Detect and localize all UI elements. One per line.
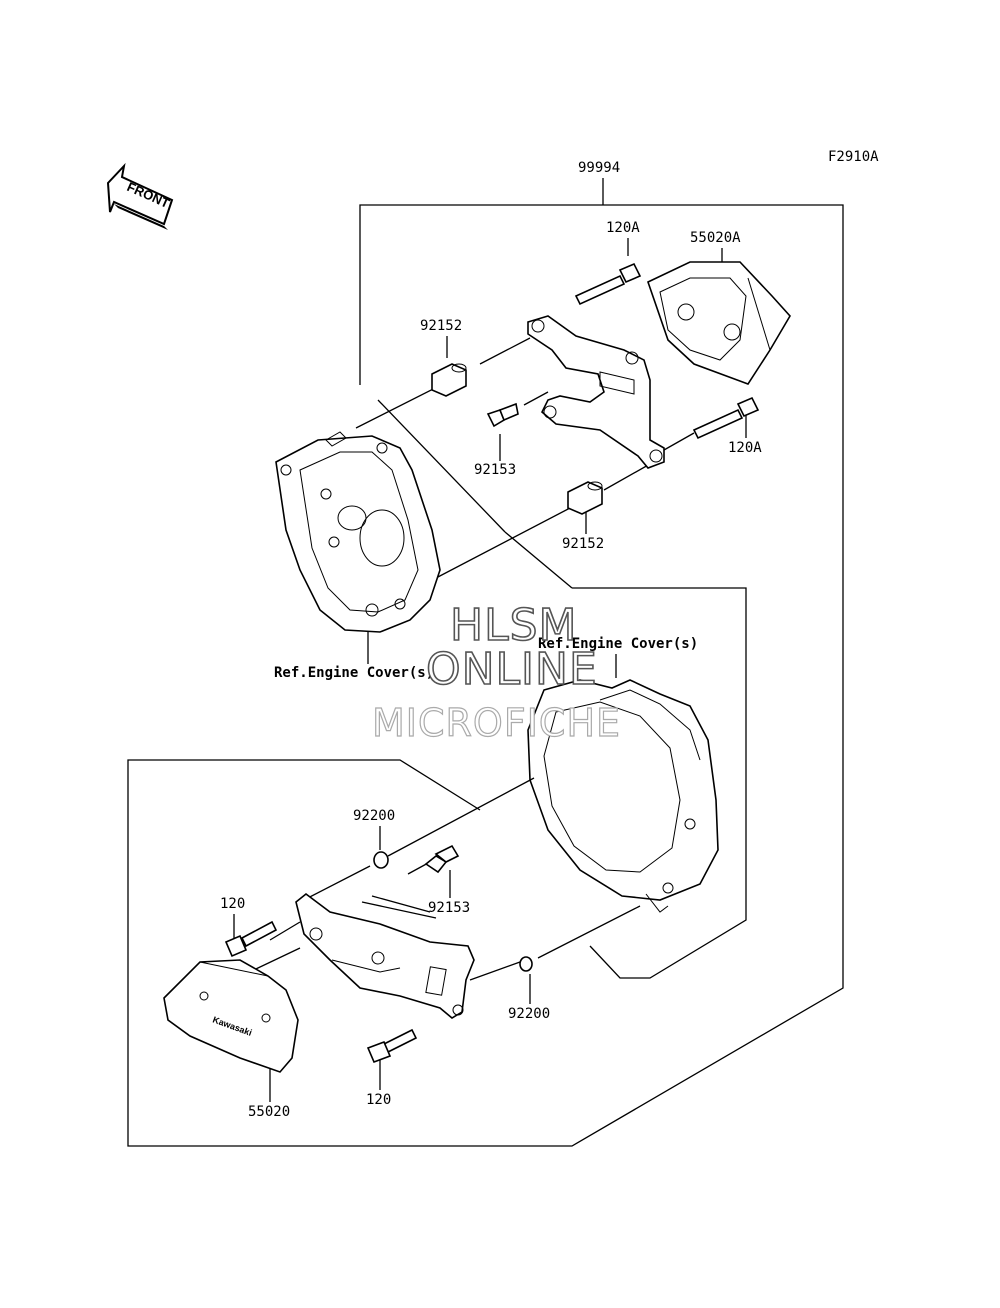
label-92152-top: 92152 (420, 318, 462, 334)
label-92152-mid: 92152 (562, 536, 604, 552)
label-92200-top: 92200 (353, 808, 395, 824)
spacer-92152-top (431, 363, 467, 397)
bolt-120a-right (692, 396, 760, 440)
bolt-120-left (224, 920, 278, 958)
bolt-92153-top (486, 402, 519, 428)
lower-bracket-plate (295, 892, 475, 1019)
right-engine-cover (527, 679, 719, 913)
washer-92200-top (373, 851, 389, 869)
label-120-bottom: 120 (366, 1092, 391, 1108)
front-arrow-icon: FRONT (106, 162, 174, 230)
svg-text:HLSM: HLSM (450, 600, 578, 651)
bolt-120a-top (574, 262, 642, 306)
figure-code: F2910A (828, 149, 879, 165)
svg-text:ONLINE: ONLINE (426, 644, 598, 695)
slider-55020: Kawasaki (163, 959, 299, 1073)
label-120a-top: 120A (606, 220, 640, 236)
washer-92200-bottom (519, 956, 533, 972)
left-engine-cover (275, 431, 441, 633)
label-120a-right: 120A (728, 440, 762, 456)
label-55020: 55020 (248, 1104, 290, 1120)
svg-text:MICROFICHE: MICROFICHE (372, 701, 621, 745)
label-92153-bottom: 92153 (428, 900, 470, 916)
ref-engine-cover-left: Ref.Engine Cover(s) (274, 665, 434, 681)
label-120-left: 120 (220, 896, 245, 912)
label-92153-top: 92153 (474, 462, 516, 478)
spacer-92152-mid (567, 481, 603, 515)
ref-engine-cover-right: Ref.Engine Cover(s) (538, 636, 698, 652)
kit-label: 99994 (578, 160, 620, 176)
kit-outline-upper (127, 204, 844, 1147)
bolt-92153-bottom (424, 844, 460, 874)
upper-bracket-plate (527, 315, 665, 469)
watermark: HLSM ONLINE MICROFICHE (371, 599, 621, 745)
label-55020a: 55020A (690, 230, 741, 246)
label-92200-bottom: 92200 (508, 1006, 550, 1022)
slider-55020a (647, 261, 791, 385)
bolt-120-bottom (366, 1028, 418, 1064)
